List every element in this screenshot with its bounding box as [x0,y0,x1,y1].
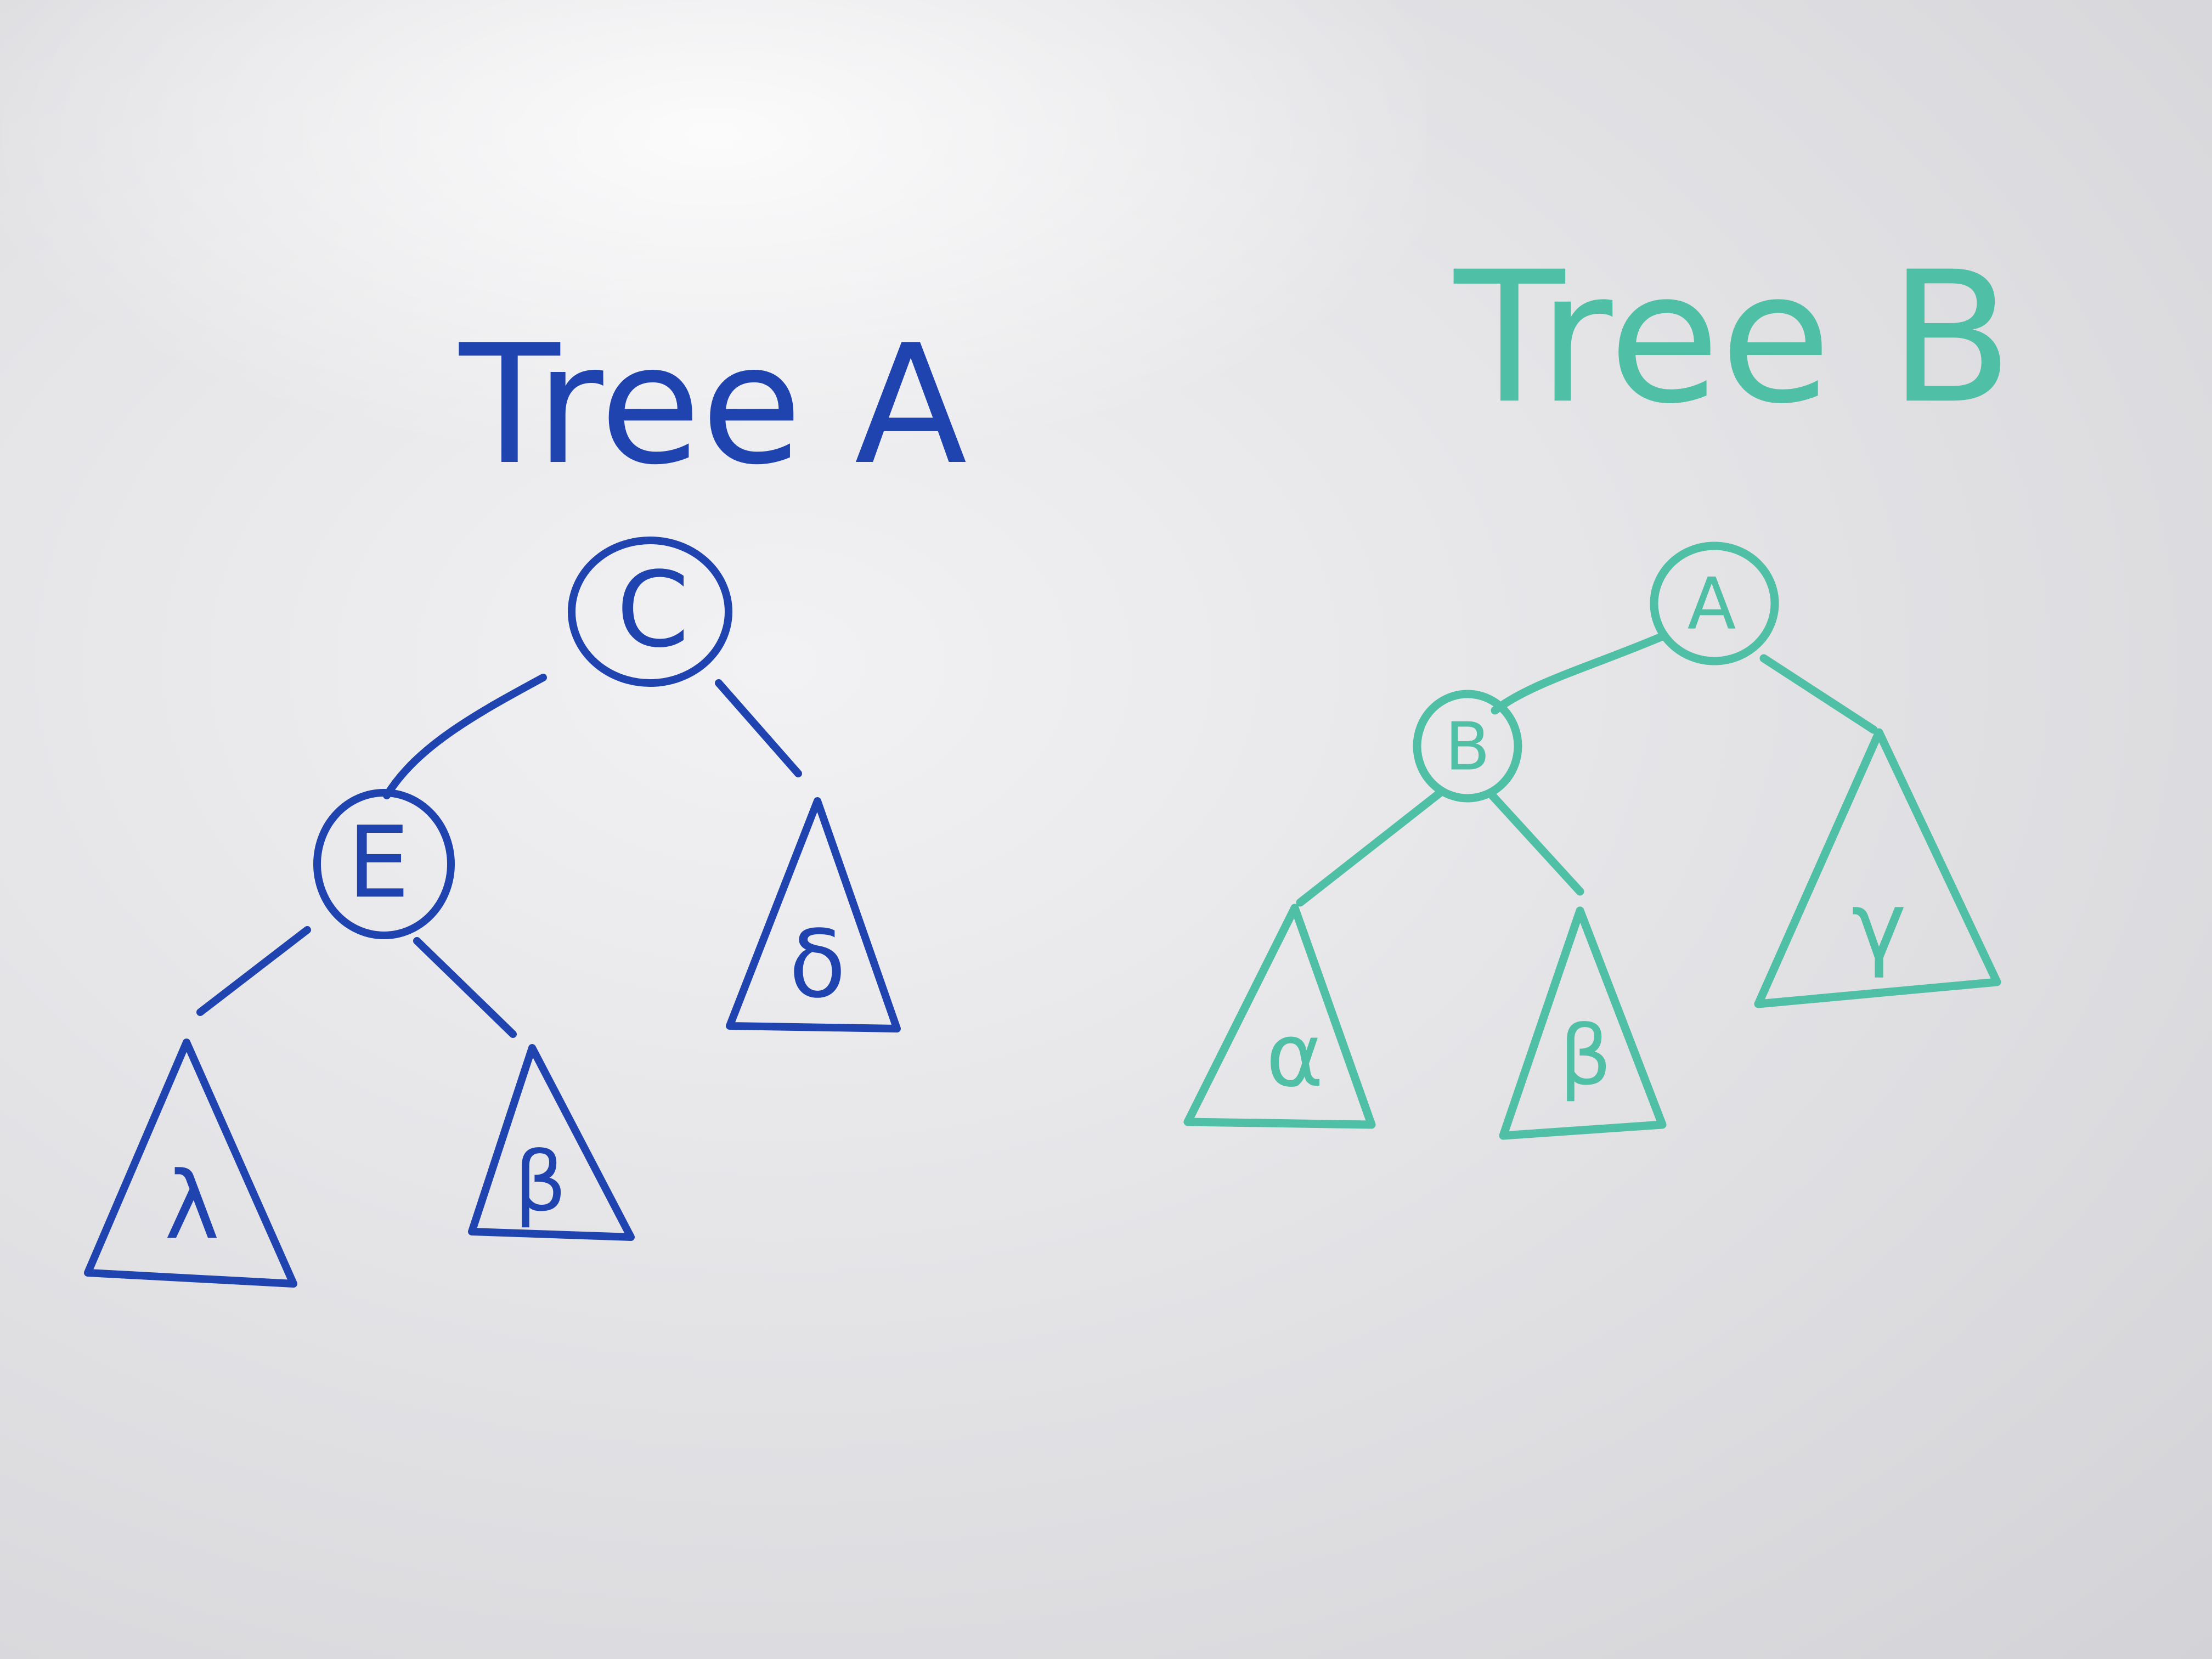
tree-b-root-node [1650,541,1779,665]
tree-a-edge-root-left [383,674,547,799]
tree-a-title: Tree A [456,309,967,501]
tree-b-subtree-alpha-label: α [1266,1004,1323,1107]
tree-b-left-node [1413,690,1522,803]
tree-b-subtree-alpha [1183,904,1376,1129]
tree-a-subtree-beta [468,1044,635,1241]
tree-a-root-node [568,537,732,687]
tree-a-subtree-delta-label: δ [789,910,846,1019]
tree-b-subtree-gamma [1754,728,2001,1008]
tree-a-subtree-beta-label: β [514,1135,567,1230]
tree-a-subtree-delta [726,797,901,1032]
tree-a: Tree A C E λ β δ [84,309,968,1288]
tree-a-edge-root-right [715,679,802,777]
tree-b-edge-left-rightchild [1488,791,1584,896]
tree-a-subtree-lambda [84,1039,297,1288]
tree-b-edge-root-left [1491,632,1667,715]
tree-b-title: Tree B [1451,233,2013,443]
tree-a-left-label: E [347,805,410,920]
tree-b-subtree-beta [1499,906,1667,1140]
tree-b-subtree-beta-label: β [1559,1008,1612,1104]
tree-a-edge-left-leftchild [196,926,311,1016]
tree-a-root-label: C [617,549,690,670]
tree-b-left-label: B [1445,709,1490,786]
tree-b: Tree B A B α β γ [1183,233,2013,1140]
tree-b-edge-left-leftchild [1296,788,1444,907]
tree-b-root-label: A [1688,562,1736,646]
tree-a-left-node [313,789,455,939]
tree-a-subtree-lambda-label: λ [165,1152,220,1260]
tree-a-edge-left-rightchild [413,937,517,1038]
tree-b-subtree-gamma-label: γ [1852,872,1907,980]
tree-b-edge-root-right [1759,654,1878,734]
